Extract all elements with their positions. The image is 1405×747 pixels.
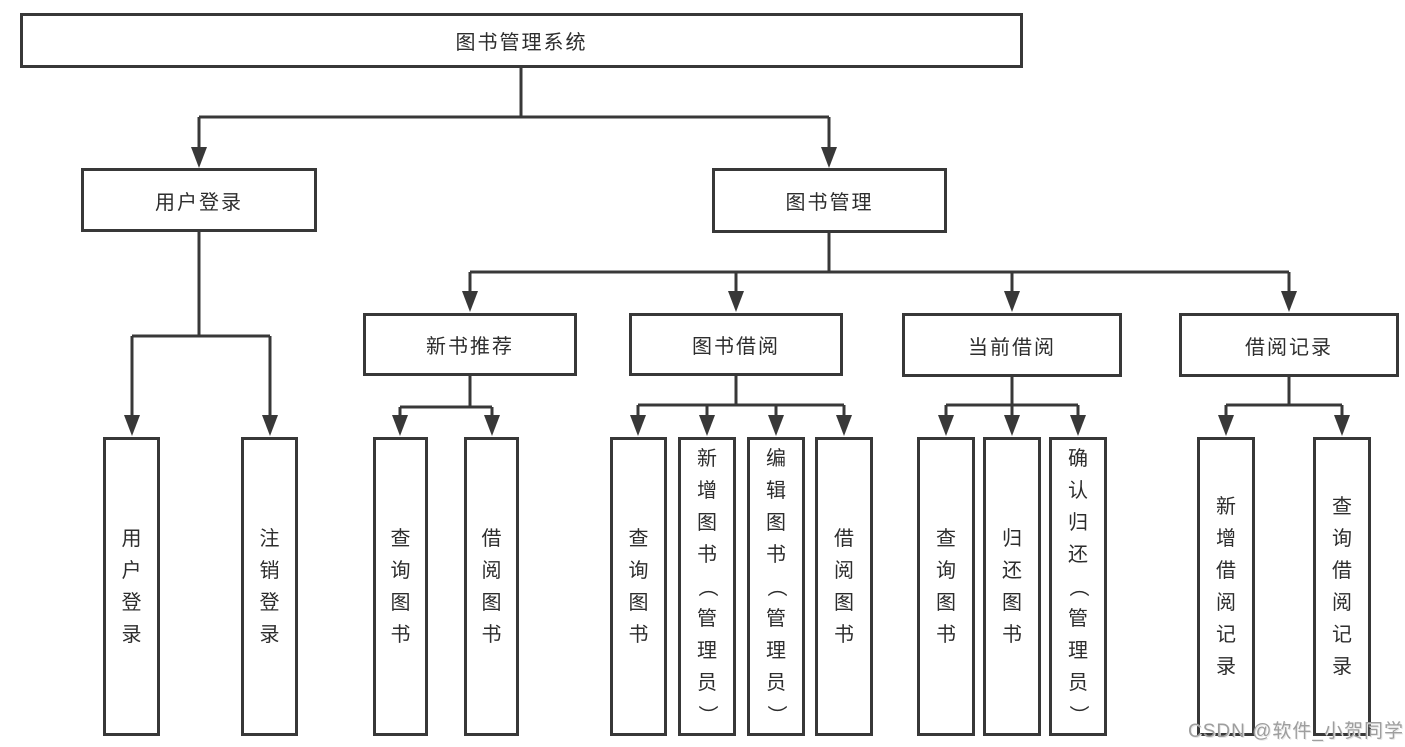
leaf-query-books-recommend: 查询图书 (373, 437, 428, 736)
leaf-add-books-admin: 新增图书（管理员） (678, 437, 736, 736)
node-book-management: 图书管理 (712, 168, 947, 233)
leaf-return-books: 归还图书 (983, 437, 1041, 736)
leaf-user-login: 用户登录 (103, 437, 160, 736)
node-user-login: 用户登录 (81, 168, 317, 232)
csdn-watermark: CSDN @软件_小贺同学 (1188, 721, 1404, 742)
node-current-borrowing: 当前借阅 (902, 313, 1122, 377)
leaf-query-borrow-record: 查询借阅记录 (1313, 437, 1371, 736)
leaf-borrow-books: 借阅图书 (815, 437, 873, 736)
leaf-add-borrow-record: 新增借阅记录 (1197, 437, 1255, 736)
node-new-book-recommend: 新书推荐 (363, 313, 577, 376)
leaf-query-books-borrow: 查询图书 (610, 437, 667, 736)
node-root: 图书管理系统 (20, 13, 1023, 68)
leaf-borrow-books-recommend: 借阅图书 (464, 437, 519, 736)
leaf-edit-books-admin: 编辑图书（管理员） (747, 437, 805, 736)
leaf-logout: 注销登录 (241, 437, 298, 736)
node-borrow-records: 借阅记录 (1179, 313, 1399, 377)
leaf-confirm-return-admin: 确认归还（管理员） (1049, 437, 1107, 736)
node-book-borrowing: 图书借阅 (629, 313, 843, 376)
leaf-query-books-current: 查询图书 (917, 437, 975, 736)
